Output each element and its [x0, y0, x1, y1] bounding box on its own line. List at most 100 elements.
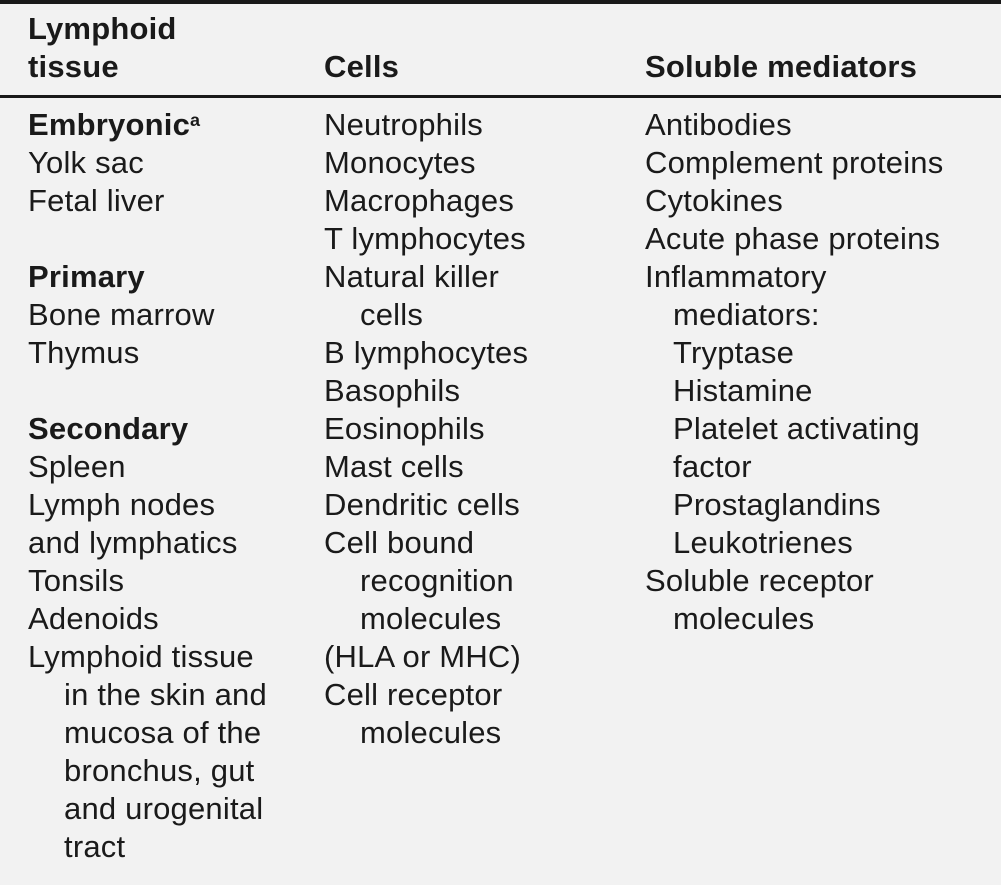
column-soluble-mediators: Antibodies Complement proteins Cytokines…	[645, 106, 1001, 866]
table-line: Bone marrow	[28, 296, 324, 334]
table-line: Acute phase proteins	[645, 220, 1001, 258]
table-line-text: mediators:	[673, 297, 820, 332]
table-line: Tonsils	[28, 562, 324, 600]
table-line-text: Tryptase	[673, 335, 795, 370]
table-line: Antibodies	[645, 106, 1001, 144]
table-header-rule	[0, 95, 1001, 98]
table-line-text: recognition	[360, 563, 514, 598]
table-line: Secondary	[28, 410, 324, 448]
table-line: Dendritic cells	[324, 486, 645, 524]
table-line-text: molecules	[360, 601, 502, 636]
table-line-text: T lymphocytes	[324, 221, 526, 256]
table-line: Cytokines	[645, 182, 1001, 220]
table-line: Soluble receptor	[645, 562, 1001, 600]
table-line-text: mucosa of the	[64, 715, 262, 750]
table-line-text: Eosinophils	[324, 411, 485, 446]
table-line: cells	[324, 296, 645, 334]
table-line: (HLA or MHC)	[324, 638, 645, 676]
table-line: Spleen	[28, 448, 324, 486]
table-line-text: Natural killer	[324, 259, 500, 294]
table-line: Embryonica	[28, 106, 324, 144]
table-line-text: Leukotrienes	[673, 525, 853, 560]
table-line-text: Lymph nodes	[28, 487, 216, 522]
table-line: bronchus, gut	[28, 752, 324, 790]
table-line: Cell receptor	[324, 676, 645, 714]
table-line-text: Complement proteins	[645, 145, 944, 180]
table-line: molecules	[324, 714, 645, 752]
table-line: Prostaglandins	[645, 486, 1001, 524]
table-line-text: Histamine	[673, 373, 813, 408]
table-line-text: B lymphocytes	[324, 335, 529, 370]
table-line: and lymphatics	[28, 524, 324, 562]
column-header-lymphoid-tissue: Lymphoid tissue	[28, 11, 177, 84]
table-line-text: Bone marrow	[28, 297, 215, 332]
table-line-text: Tonsils	[28, 563, 125, 598]
table-line: in the skin and	[28, 676, 324, 714]
table-body: Embryonica Yolk sac Fetal liver Primary …	[0, 98, 1001, 866]
table-line-text: Monocytes	[324, 145, 476, 180]
column-lymphoid-tissue: Embryonica Yolk sac Fetal liver Primary …	[28, 106, 324, 866]
table-line: mucosa of the	[28, 714, 324, 752]
column-header-soluble-mediators: Soluble mediators	[645, 49, 918, 84]
table-line: Mast cells	[324, 448, 645, 486]
table-line-text: Cell bound	[324, 525, 475, 560]
table-line: Leukotrienes	[645, 524, 1001, 562]
table-line: Neutrophils	[324, 106, 645, 144]
table-line-text: Spleen	[28, 449, 126, 484]
table-line-text: Yolk sac	[28, 145, 144, 180]
table-line-text: factor	[673, 449, 752, 484]
table-line: molecules	[324, 600, 645, 638]
table-line: Lymphoid tissue	[28, 638, 324, 676]
table-line-text: Thymus	[28, 335, 140, 370]
table-line: Cell bound	[324, 524, 645, 562]
table-line: Tryptase	[645, 334, 1001, 372]
table-line-text: Cell receptor	[324, 677, 503, 712]
table-line: Yolk sac	[28, 144, 324, 182]
table-line-text: Antibodies	[645, 107, 792, 142]
table-line-text: (HLA or MHC)	[324, 639, 522, 674]
table-line-text: Adenoids	[28, 601, 159, 636]
table-line-text: in the skin and	[64, 677, 267, 712]
table-line-text: Acute phase proteins	[645, 221, 941, 256]
table-line-text: and urogenital	[64, 791, 264, 826]
table-line-text: and lymphatics	[28, 525, 238, 560]
table-line-text: Cytokines	[645, 183, 783, 218]
table-line: Inflammatory	[645, 258, 1001, 296]
table-line-text: molecules	[360, 715, 502, 750]
table-line-text: Secondary	[28, 411, 189, 446]
table-line: Fetal liver	[28, 182, 324, 220]
table-line-text: Mast cells	[324, 449, 464, 484]
column-header-cells: Cells	[324, 49, 400, 84]
table-line: Adenoids	[28, 600, 324, 638]
column-cells: Neutrophils Monocytes Macrophages T lymp…	[324, 106, 645, 866]
table-line: Histamine	[645, 372, 1001, 410]
table-line: recognition	[324, 562, 645, 600]
table-line: Macrophages	[324, 182, 645, 220]
table-line: T lymphocytes	[324, 220, 645, 258]
table-line: mediators:	[645, 296, 1001, 334]
table-line-text: Fetal liver	[28, 183, 165, 218]
table-line-text: Prostaglandins	[673, 487, 881, 522]
table-line: Platelet activating	[645, 410, 1001, 448]
table-line: Natural killer	[324, 258, 645, 296]
table-line-text: Embryonic	[28, 107, 191, 142]
table-line-text: cells	[360, 297, 424, 332]
table-line-text: Dendritic cells	[324, 487, 520, 522]
table-line-text: Lymphoid tissue	[28, 639, 254, 674]
table-line: Primary	[28, 258, 324, 296]
table-line: Complement proteins	[645, 144, 1001, 182]
footnote-marker: a	[190, 109, 201, 130]
table-top-rule	[0, 0, 1001, 4]
table-line: Monocytes	[324, 144, 645, 182]
table-line-text: Neutrophils	[324, 107, 484, 142]
table-line-text: Platelet activating	[673, 411, 920, 446]
table-line-text: Primary	[28, 259, 145, 294]
table-line: and urogenital	[28, 790, 324, 828]
table-line: Thymus	[28, 334, 324, 372]
table-line: tract	[28, 828, 324, 866]
table-line: Eosinophils	[324, 410, 645, 448]
table-line-text: Macrophages	[324, 183, 515, 218]
table-line: molecules	[645, 600, 1001, 638]
table-line-text: Basophils	[324, 373, 461, 408]
